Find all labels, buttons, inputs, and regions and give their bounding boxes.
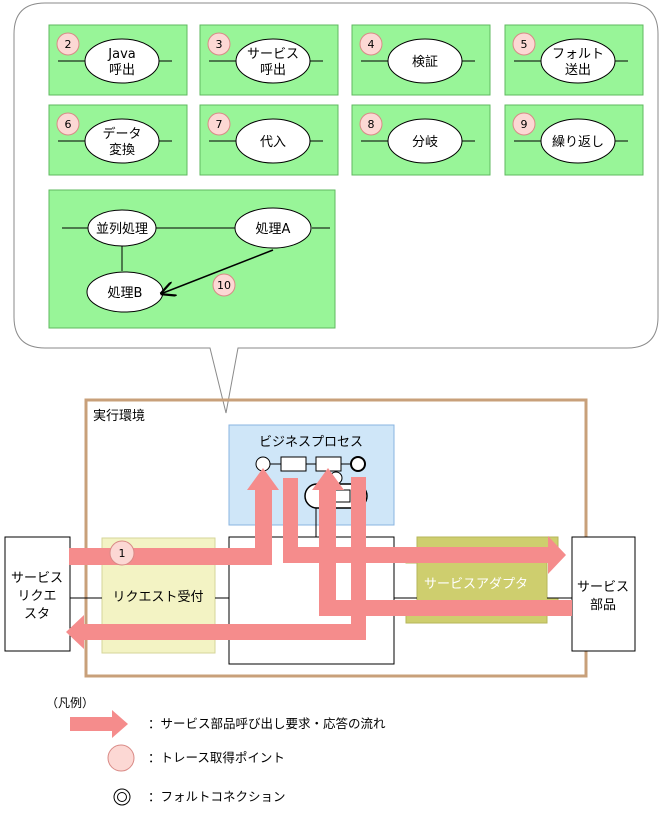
- trace-point-num: 8: [368, 118, 375, 131]
- request-reception-label: リクエスト受付: [112, 590, 203, 605]
- legend-flow-arrow-icon: [70, 710, 128, 738]
- activity-label: 呼出: [260, 63, 286, 78]
- activity-node: [235, 118, 311, 164]
- activity-label: 分岐: [412, 135, 438, 150]
- legend-fault-icon: [113, 788, 131, 806]
- parallel-label: 並列処理: [96, 222, 148, 237]
- activity-tile-8: 分岐 8: [351, 104, 491, 176]
- trace-point-1-num: 1: [119, 547, 126, 560]
- bp-end-node: [350, 456, 366, 472]
- trace-point-4: [359, 32, 383, 56]
- activity-label: Java: [107, 47, 135, 62]
- trace-point-6: [56, 112, 80, 136]
- box-label-line: スタ: [24, 607, 50, 622]
- legend-title: （凡例）: [46, 696, 94, 710]
- trace-point-num: 5: [521, 38, 528, 51]
- trace-point-num: 6: [65, 118, 72, 131]
- service-requester-box: [4, 536, 71, 652]
- parallel-node: [87, 209, 157, 247]
- activity-node: [540, 118, 616, 164]
- process-a-node: [234, 207, 312, 249]
- activity-node: [387, 38, 463, 84]
- trace-point-7: [207, 112, 231, 136]
- activity-node: [387, 118, 463, 164]
- legend-fault-desc: ：フォルトコネクション: [148, 789, 286, 804]
- flow-arrow-response-out: [66, 477, 366, 649]
- activity-label: データ: [102, 126, 141, 142]
- box-label-line: サービス: [11, 571, 63, 586]
- box-label-line: リクエ: [17, 589, 56, 604]
- parallel-processing-block: 並列処理 処理A 処理B 10: [48, 189, 336, 329]
- trace-point-num: 4: [368, 38, 375, 51]
- activity-node: [540, 38, 616, 84]
- service-adapter-label: サービスアダプタ: [424, 577, 528, 592]
- flow-arrow-request-in: [69, 468, 279, 565]
- activity-node: [235, 38, 311, 84]
- legend-trace-desc: ：トレース取得ポイント: [148, 750, 285, 765]
- activity-label: サービス: [247, 47, 299, 62]
- bp-activity-1: [280, 456, 307, 472]
- trace-point-num: 7: [216, 118, 223, 131]
- flow-arrow-response-to-bp: [312, 468, 572, 616]
- trace-point-8: [359, 112, 383, 136]
- service-component-label: サービス部品: [577, 580, 629, 613]
- activity-node: [84, 38, 160, 84]
- box-label-line: サービス: [577, 580, 629, 595]
- activity-tile-9: 繰り返し 9: [504, 104, 644, 176]
- legend-trace-icon: [107, 744, 135, 772]
- trace-point-5: [512, 32, 536, 56]
- process-b-label: 処理B: [108, 286, 143, 301]
- activity-label: 送出: [565, 63, 591, 78]
- activity-label: 呼出: [109, 63, 135, 78]
- activity-tile-4: 検証 4: [351, 24, 491, 96]
- trace-point-num: 2: [65, 38, 72, 51]
- trace-point-3: [207, 32, 231, 56]
- trace-point-2: [56, 32, 80, 56]
- flow-arrow-a-to-b: [163, 249, 274, 293]
- business-process-label: ビジネスプロセス: [259, 435, 363, 450]
- activity-tile-7: 代入 7: [199, 104, 339, 176]
- activity-label: 繰り返し: [552, 135, 604, 150]
- legend-flow-desc: ：サービス部品呼び出し要求・応答の流れ: [148, 716, 386, 731]
- service-component-box: [571, 536, 636, 652]
- runtime-label: 実行環境: [93, 408, 145, 424]
- activity-label: 代入: [260, 135, 286, 150]
- trace-point-9: [512, 112, 536, 136]
- trace-point-1: [109, 540, 135, 566]
- process-a-label: 処理A: [256, 222, 291, 237]
- trace-point-num: 9: [521, 118, 528, 131]
- activity-tiles: Java呼出2サービス呼出3検証4フォルト送出5データ変換6代入7分岐8繰り返し…: [48, 24, 644, 176]
- trace-point-num: 3: [216, 38, 223, 51]
- legend-fault-icon-inner: [117, 792, 127, 802]
- activity-node: [84, 118, 160, 164]
- trace-point-10: [212, 273, 236, 297]
- activity-label: 検証: [412, 55, 438, 70]
- request-response-flow: [66, 468, 572, 649]
- activity-label: 変換: [109, 142, 135, 158]
- activity-label: フォルト: [552, 47, 604, 62]
- box-label-line: 部品: [590, 598, 616, 613]
- trace-point-10-num: 10: [217, 279, 231, 292]
